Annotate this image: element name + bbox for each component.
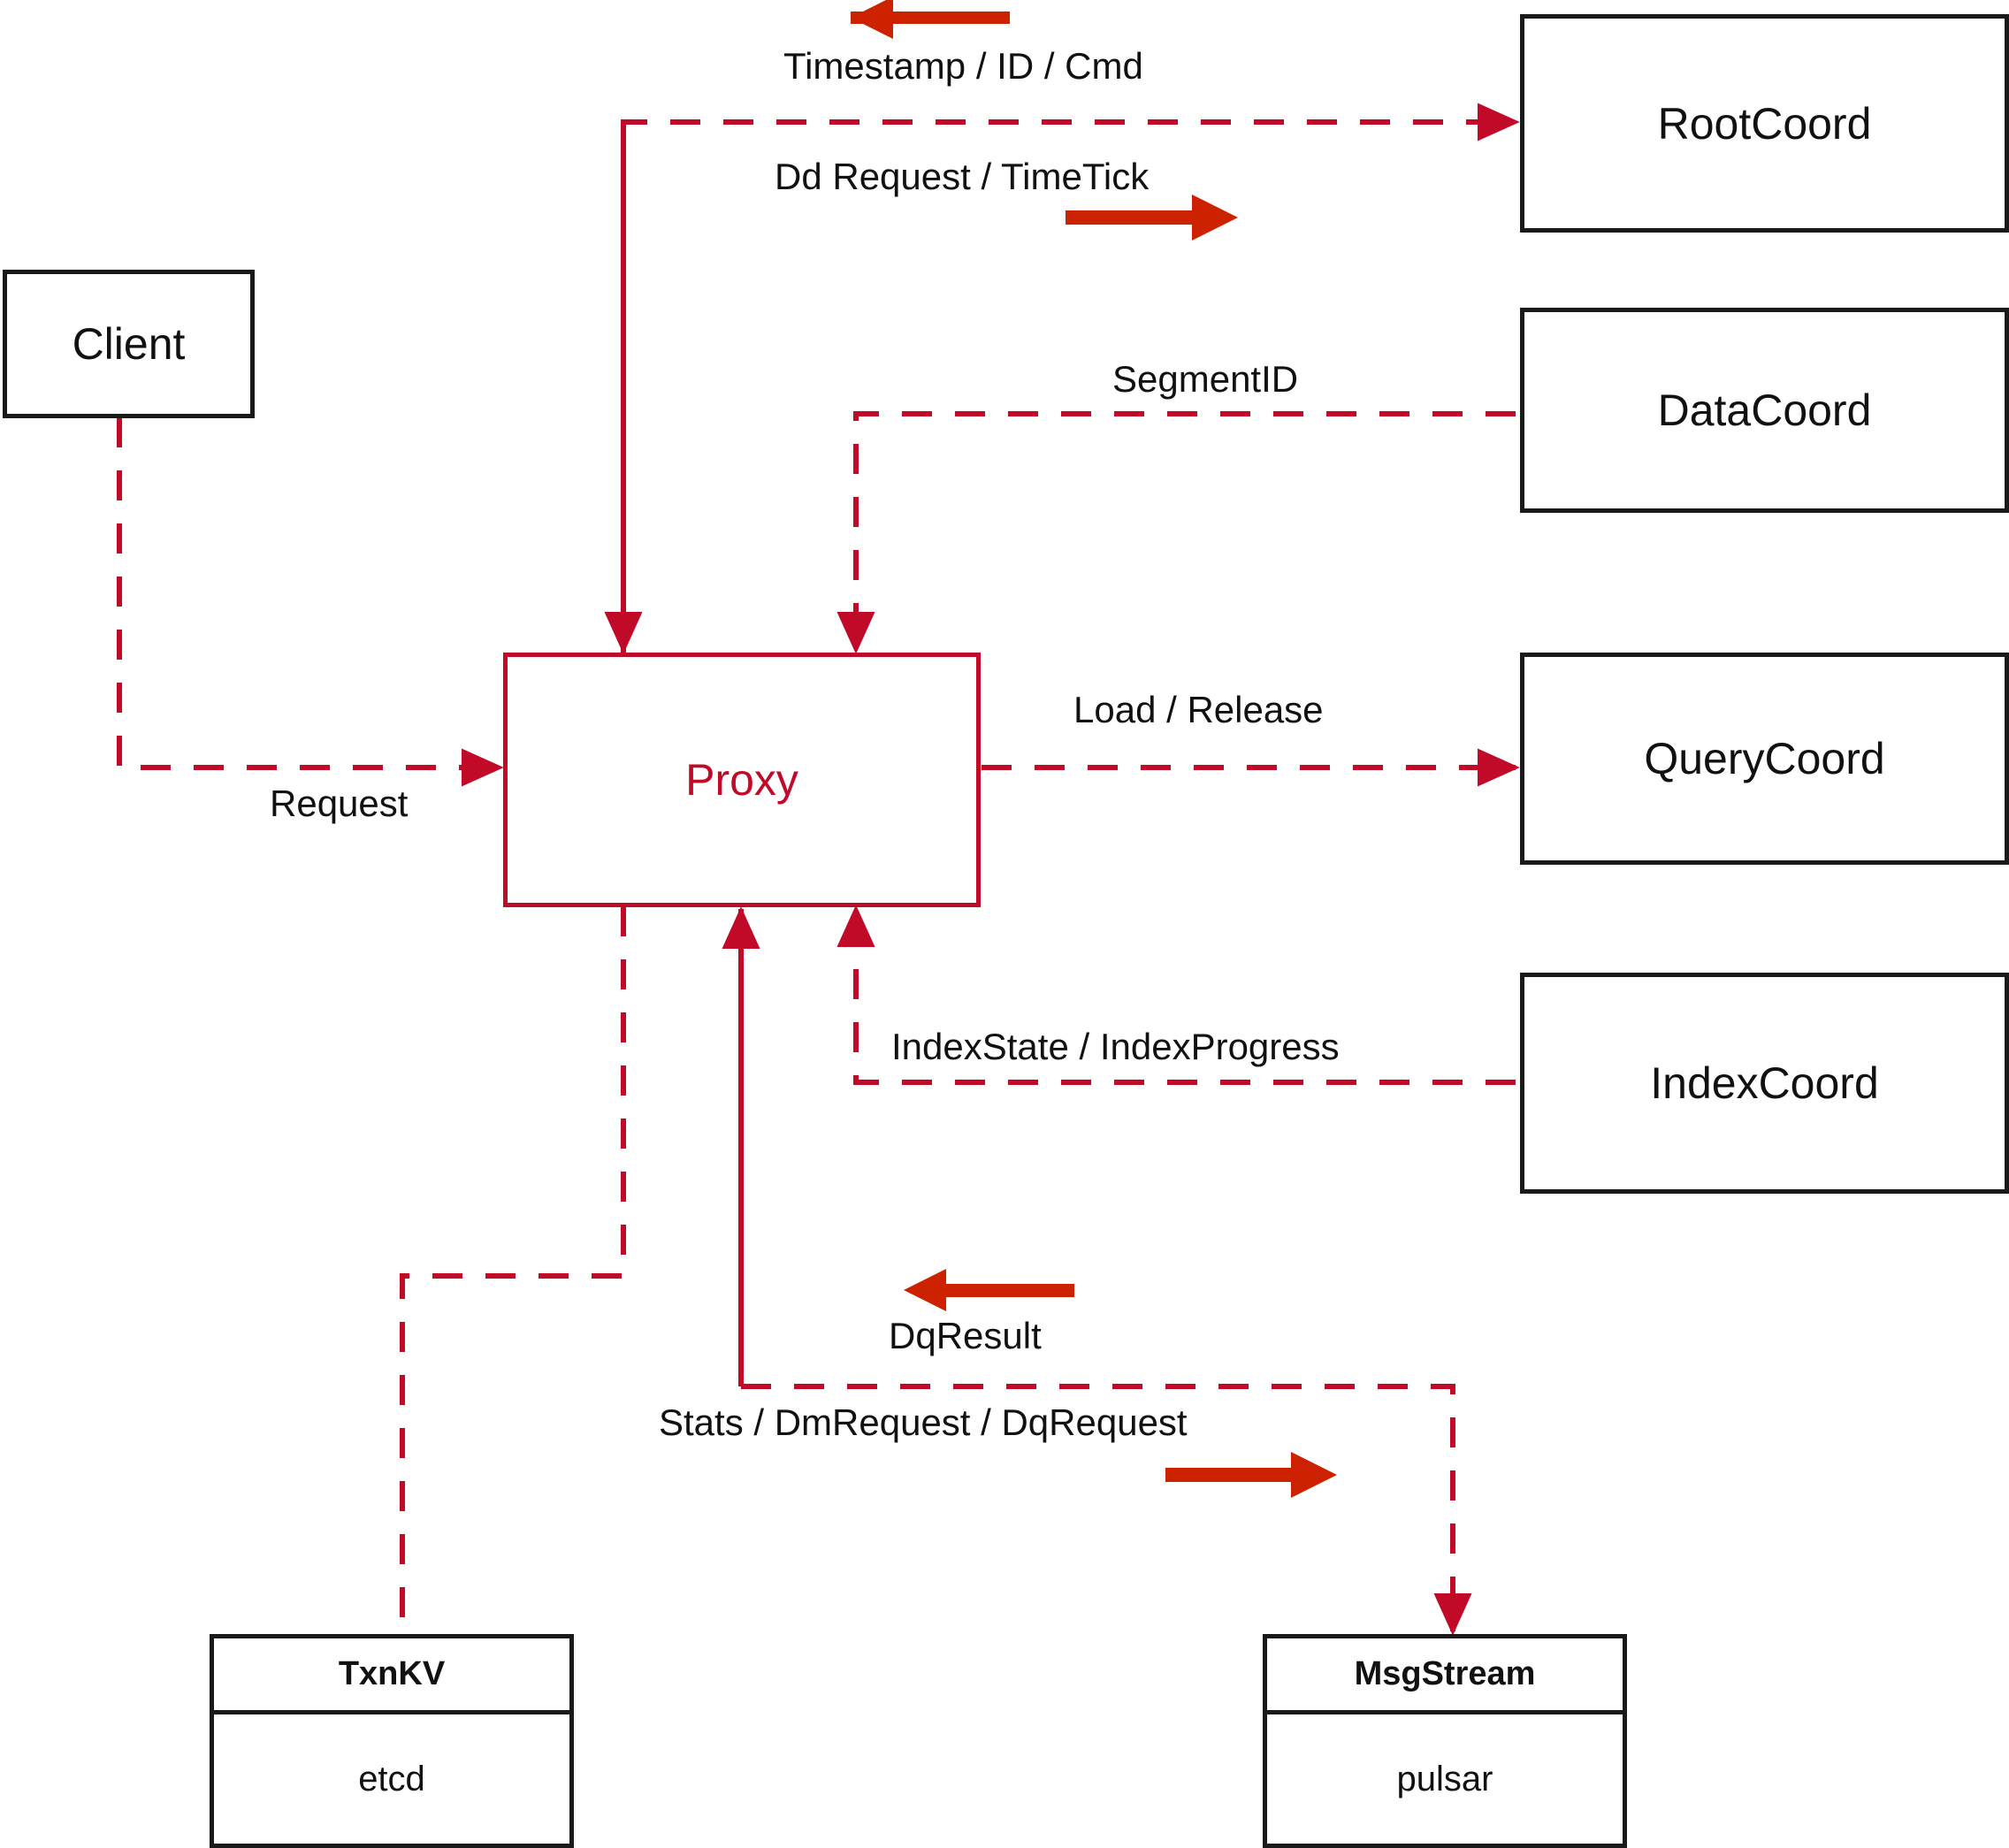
- node-indexcoord[interactable]: IndexCoord: [1520, 973, 2009, 1194]
- node-msgstream[interactable]: MsgStream pulsar: [1263, 1634, 1627, 1848]
- arrow-indicator-right-bottom: [1165, 1452, 1337, 1498]
- node-txnkv-body: etcd: [214, 1714, 569, 1844]
- node-proxy-label: Proxy: [685, 755, 798, 805]
- arrow-indicator-left-bottom: [904, 1269, 1074, 1311]
- node-txnkv-header: TxnKV: [214, 1638, 569, 1714]
- direction-indicators: [851, 0, 1337, 1498]
- edge-label-timestamp-id-cmd: Timestamp / ID / Cmd: [783, 45, 1143, 87]
- node-client[interactable]: Client: [3, 270, 255, 418]
- node-txnkv-header-label: TxnKV: [338, 1655, 446, 1692]
- edge-label-stats-dm-dq: Stats / DmRequest / DqRequest: [659, 1401, 1188, 1443]
- node-txnkv[interactable]: TxnKV etcd: [210, 1634, 574, 1848]
- edge-indexcoord-to-proxy: [836, 905, 1516, 1085]
- node-txnkv-body-label: etcd: [358, 1759, 425, 1798]
- node-querycoord[interactable]: QueryCoord: [1520, 653, 2009, 865]
- edge-datacoord-to-proxy: [836, 411, 1516, 654]
- node-datacoord[interactable]: DataCoord: [1520, 308, 2009, 513]
- edge-client-to-proxy: [117, 417, 504, 787]
- node-rootcoord-label: RootCoord: [1657, 98, 1872, 149]
- node-datacoord-label: DataCoord: [1657, 386, 1872, 435]
- node-proxy[interactable]: Proxy: [503, 653, 981, 907]
- node-msgstream-header: MsgStream: [1267, 1638, 1623, 1714]
- node-msgstream-header-label: MsgStream: [1354, 1655, 1536, 1692]
- edge-label-dd-request-timetick: Dd Request / TimeTick: [775, 156, 1150, 197]
- node-client-label: Client: [72, 319, 186, 369]
- arrow-indicator-right-top: [1066, 195, 1238, 241]
- arrow-indicator-left-top: [851, 0, 1010, 39]
- edge-label-request: Request: [270, 783, 409, 824]
- node-msgstream-body: pulsar: [1267, 1714, 1623, 1844]
- edge-proxy-to-rootcoord: [621, 103, 1520, 659]
- edge-label-indexstate: IndexState / IndexProgress: [891, 1026, 1340, 1067]
- edge-label-segmentid: SegmentID: [1112, 358, 1299, 400]
- edge-proxy-to-msgstream: [738, 909, 1472, 1636]
- node-msgstream-body-label: pulsar: [1396, 1759, 1493, 1798]
- node-rootcoord[interactable]: RootCoord: [1520, 14, 2009, 233]
- node-querycoord-label: QueryCoord: [1644, 734, 1885, 783]
- edge-label-load-release: Load / Release: [1073, 689, 1324, 730]
- node-indexcoord-label: IndexCoord: [1650, 1058, 1879, 1108]
- edge-proxy-to-txnkv: [400, 906, 626, 1631]
- edge-label-dqresult: DqResult: [889, 1315, 1042, 1356]
